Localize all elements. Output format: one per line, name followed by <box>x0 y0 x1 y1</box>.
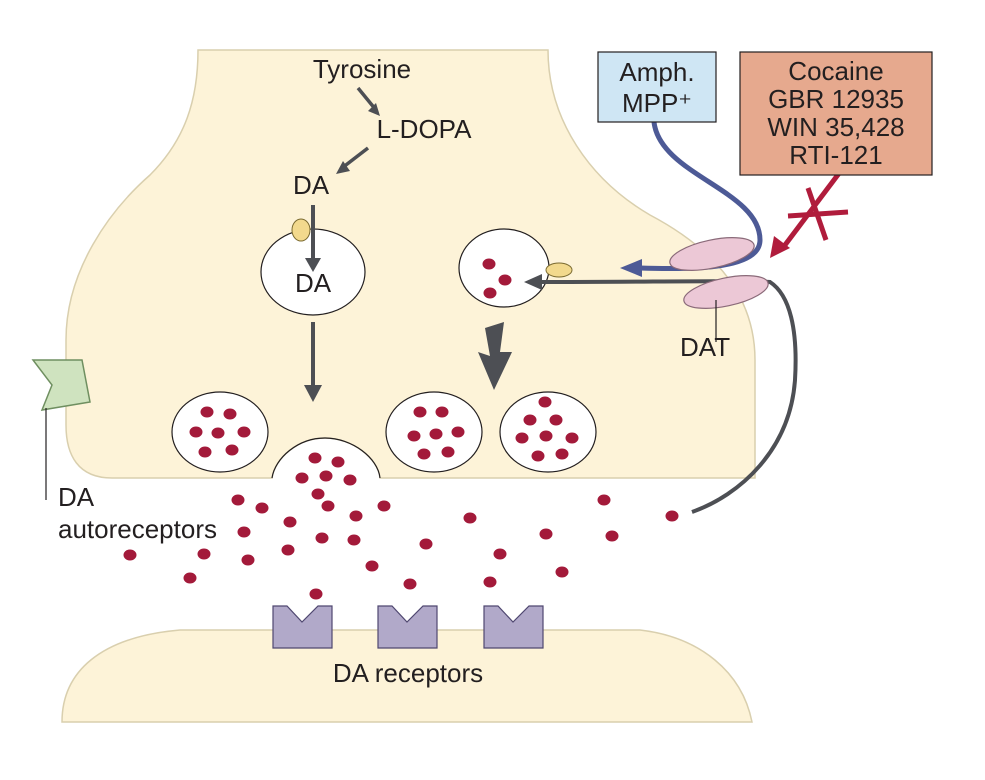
dopamine-molecule <box>123 549 137 561</box>
autoreceptor-shape <box>31 359 91 411</box>
dopamine-molecule <box>463 512 477 524</box>
dopamine-molecule <box>377 500 391 512</box>
dopamine-molecules <box>123 258 679 600</box>
dopamine-molecule <box>429 428 443 440</box>
dopamine-molecule <box>343 474 357 486</box>
dopamine-molecule <box>531 450 545 462</box>
label-tyrosine: Tyrosine <box>313 54 411 84</box>
dopamine-molecule <box>241 554 255 566</box>
da-receptor-1 <box>272 605 333 649</box>
dopamine-molecule <box>483 287 497 299</box>
dopamine-molecule <box>539 528 553 540</box>
label-ldopa: L-DOPA <box>377 114 473 144</box>
arrowhead-to-docked-vesicles-left <box>304 385 322 402</box>
dopamine-molecule <box>237 526 251 538</box>
dopamine-molecule <box>555 448 569 460</box>
dopamine-molecule <box>183 572 197 584</box>
dopamine-molecule <box>523 414 537 426</box>
dopamine-molecule <box>549 414 563 426</box>
arrowhead-cocaine <box>770 236 790 258</box>
dopamine-molecule <box>419 538 433 550</box>
amph-box <box>597 51 717 123</box>
da-receptor-3 <box>483 605 544 649</box>
label-da-receptors: DA receptors <box>333 658 483 688</box>
dopamine-molecule <box>331 456 345 468</box>
dat-transporter-upper <box>669 237 755 271</box>
dopamine-molecule <box>200 406 214 418</box>
arrowhead-reuptake <box>524 274 542 290</box>
dopamine-molecule <box>435 406 449 418</box>
dopamine-molecule <box>347 534 361 546</box>
dopamine-molecule <box>283 516 297 528</box>
arrowhead-tyrosine-to-ldopa <box>368 103 380 116</box>
dopamine-molecule <box>308 452 322 464</box>
thick-arrow-to-docked-vesicles-right <box>478 322 512 390</box>
cocaine-box <box>739 51 933 176</box>
dopamine-molecule <box>198 446 212 458</box>
dopamine-molecule <box>515 432 529 444</box>
dopamine-molecule <box>539 430 553 442</box>
dopamine-molecule <box>483 576 497 588</box>
dopamine-molecule <box>597 494 611 506</box>
cocaine-label-line4: RTI-121 <box>789 140 882 170</box>
dopamine-molecule <box>225 444 239 456</box>
dopamine-molecule <box>417 448 431 460</box>
dopamine-molecule <box>498 274 512 286</box>
vmat-carrier-right <box>545 262 573 278</box>
label-autoreceptors-line2: autoreceptors <box>58 514 217 544</box>
dopamine-molecule <box>231 494 245 506</box>
amph-label-line1: Amph. <box>619 57 694 87</box>
dopamine-molecule <box>441 446 455 458</box>
dopamine-molecule <box>349 510 363 522</box>
fusing-vesicle <box>271 437 381 479</box>
label-dat: DAT <box>680 332 730 362</box>
dopamine-molecule <box>451 426 465 438</box>
cocaine-block-mark-b <box>805 187 829 241</box>
dopamine-molecule <box>197 548 211 560</box>
label-autoreceptors-line1: DA <box>58 482 95 512</box>
arrowhead-da-into-vesicle <box>305 258 321 272</box>
cocaine-label-line3: WIN 35,428 <box>767 112 904 142</box>
dopamine-molecule <box>309 588 323 600</box>
dopamine-molecule <box>413 406 427 418</box>
dopamine-molecule <box>311 488 325 500</box>
cocaine-label-line2: GBR 12935 <box>768 84 904 114</box>
vesicle-refilling <box>458 228 550 308</box>
dopamine-molecule <box>315 532 329 544</box>
dopamine-molecule <box>237 426 251 438</box>
dopamine-molecule <box>538 396 552 408</box>
dopamine-molecule <box>493 548 507 560</box>
dopamine-molecule <box>211 427 225 439</box>
dopamine-molecule <box>403 578 417 590</box>
arrowhead-amphetamine <box>620 259 642 277</box>
dopamine-molecule <box>189 426 203 438</box>
dopamine-molecule <box>482 258 496 270</box>
amph-label-line2: MPP⁺ <box>622 88 692 118</box>
da-receptor-2 <box>377 605 438 649</box>
dat-transporter-lower <box>683 275 769 309</box>
dopamine-molecule <box>319 470 333 482</box>
dopamine-molecule <box>321 500 335 512</box>
vmat-carrier-left <box>291 218 311 242</box>
dopamine-molecule <box>555 566 569 578</box>
dopamine-molecule <box>295 472 309 484</box>
label-da-top: DA <box>293 170 330 200</box>
dopamine-molecule <box>665 510 679 522</box>
dopamine-molecule <box>255 502 269 514</box>
dopamine-molecule <box>223 408 237 420</box>
reuptake-path <box>539 279 798 514</box>
dopamine-molecule <box>365 560 379 572</box>
cocaine-label-line1: Cocaine <box>788 56 883 86</box>
label-da-vesicle: DA <box>295 268 332 298</box>
dopamine-molecule <box>565 432 579 444</box>
arrow-ldopa-to-da <box>340 146 370 170</box>
arrowhead-ldopa-to-da <box>336 161 350 174</box>
dopamine-molecule <box>281 544 295 556</box>
dopamine-molecule <box>407 430 421 442</box>
dopamine-molecule <box>605 530 619 542</box>
